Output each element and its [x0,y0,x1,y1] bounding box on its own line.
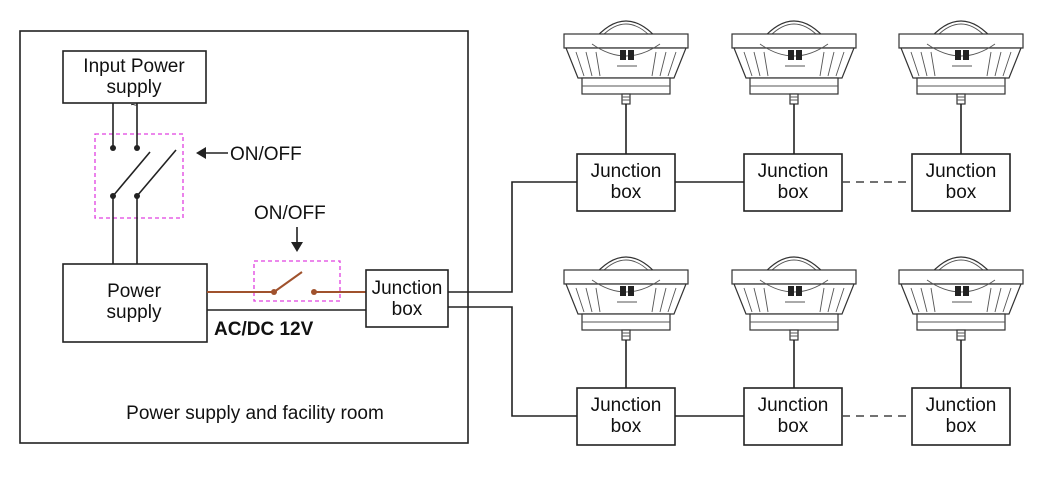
secondary-switch-label: ON/OFF [254,203,326,224]
junction-box [743,153,843,212]
junction-box-label-line2: box [778,182,809,203]
pool-light-fixture-icon [731,20,857,105]
feed-wire-row2 [448,306,577,417]
junction-box [576,153,676,212]
junction-box-label-line2: box [611,182,642,203]
room-junction-box-label-line1: Junction [372,278,443,299]
junction-box-label-line1: Junction [758,395,829,416]
junction-box-label-line1: Junction [591,395,662,416]
arrow-icon [196,147,228,159]
junction-box [743,387,843,446]
pool-light-fixture-icon [898,20,1024,105]
power-supply-label-line2: supply [107,302,162,323]
main-switch-blade-right [136,149,177,197]
junction-box-label-line1: Junction [926,161,997,182]
lamp-row-2: Junction box Junction box Junction box [563,256,1024,446]
secondary-switch-blade [273,271,303,293]
junction-box [576,387,676,446]
pool-light-fixture-icon [731,256,857,341]
facility-room-caption: Power supply and facility room [126,403,384,424]
junction-box-label-line2: box [946,416,977,437]
junction-box-label-line2: box [611,416,642,437]
power-supply-label-line1: Power [107,281,162,302]
pool-light-fixture-icon [898,256,1024,341]
ac-symbol: ~ [130,98,137,112]
feed-wire-row1 [448,181,577,293]
input-power-supply-label-line2: supply [107,77,162,98]
room-junction-box-label-line2: box [392,299,423,320]
main-switch-label: ON/OFF [230,144,302,165]
switch-contact [110,145,116,151]
junction-box [911,387,1011,446]
junction-box-label-line2: box [778,416,809,437]
arrow-icon [291,227,303,252]
junction-box-label-line1: Junction [591,161,662,182]
pool-light-fixture-icon [563,20,689,105]
main-switch-outline [94,133,184,219]
junction-box-label-line2: box [946,182,977,203]
input-power-supply-box [62,50,207,104]
junction-box-label-line1: Junction [926,395,997,416]
switch-contact [134,145,140,151]
room-junction-box [365,269,449,328]
secondary-switch-outline [253,260,341,302]
output-voltage-label: AC/DC 12V [214,319,314,340]
junction-box-label-line1: Junction [758,161,829,182]
power-supply-box [62,263,208,343]
junction-box [911,153,1011,212]
pool-light-fixture-icon [563,256,689,341]
lamp-row-1: Junction box Junction box Junction box [563,20,1024,212]
input-power-supply-label-line1: Input Power [83,56,185,77]
main-switch-blade-left [112,151,151,197]
